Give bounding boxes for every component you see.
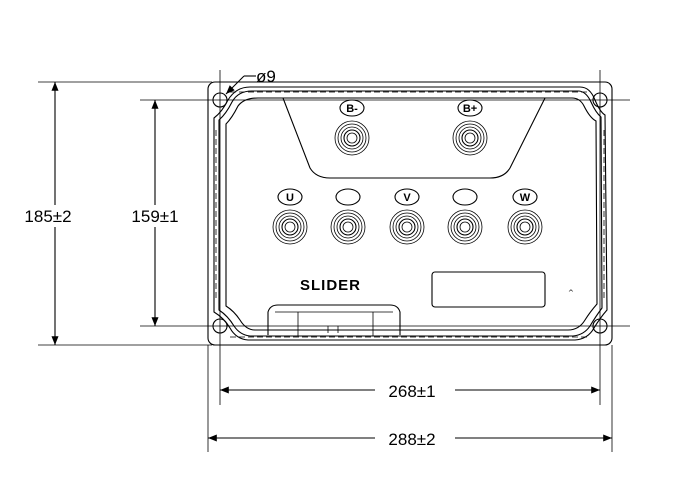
hole-callout: ø9 [225, 67, 276, 95]
dimension-outer-height: 185±2 [2, 82, 94, 346]
terminal-label: B+ [463, 103, 477, 115]
terminal-bminus: B- [334, 99, 370, 156]
terminal-u: U [272, 188, 308, 245]
terminal-label: W [520, 192, 531, 204]
extension-lines [38, 70, 630, 452]
terminal-label: V [403, 192, 411, 204]
terminal-label-oval [512, 188, 538, 206]
terminal-label-oval [277, 188, 303, 206]
terminal-w: W [507, 188, 543, 245]
dimension-hole-width: 268±1 [220, 380, 600, 401]
outer-width-label: 288±2 [388, 430, 435, 449]
top-recess [282, 97, 546, 179]
terminal-label: U [286, 192, 294, 204]
terminal-blank [330, 188, 366, 245]
terminal-label-oval [339, 99, 365, 117]
terminal-bplus: B+ [452, 99, 488, 156]
signal-connector [267, 304, 401, 336]
brand-logo: SLIDER [300, 277, 361, 294]
mounting-plate [207, 81, 613, 346]
hole-callout-label: ø9 [256, 67, 276, 86]
small-mark: ^ [568, 289, 574, 297]
terminal-label-oval [452, 188, 478, 206]
terminal-group: B- B+ U V W [272, 99, 543, 245]
terminal-label-oval [394, 188, 420, 206]
terminal-blank [447, 188, 483, 245]
terminal-label-oval [335, 188, 361, 206]
dimension-hole-height: 159±1 [120, 100, 190, 327]
hole-height-label: 159±1 [131, 207, 178, 226]
dimension-outer-width: 288±2 [208, 428, 612, 449]
terminal-label-oval [457, 99, 483, 117]
label-plate [431, 271, 546, 308]
terminal-label: B- [346, 103, 358, 115]
outer-height-label: 185±2 [24, 207, 71, 226]
hole-width-label: 268±1 [388, 382, 435, 401]
housing [213, 86, 608, 341]
terminal-v: V [389, 188, 425, 245]
